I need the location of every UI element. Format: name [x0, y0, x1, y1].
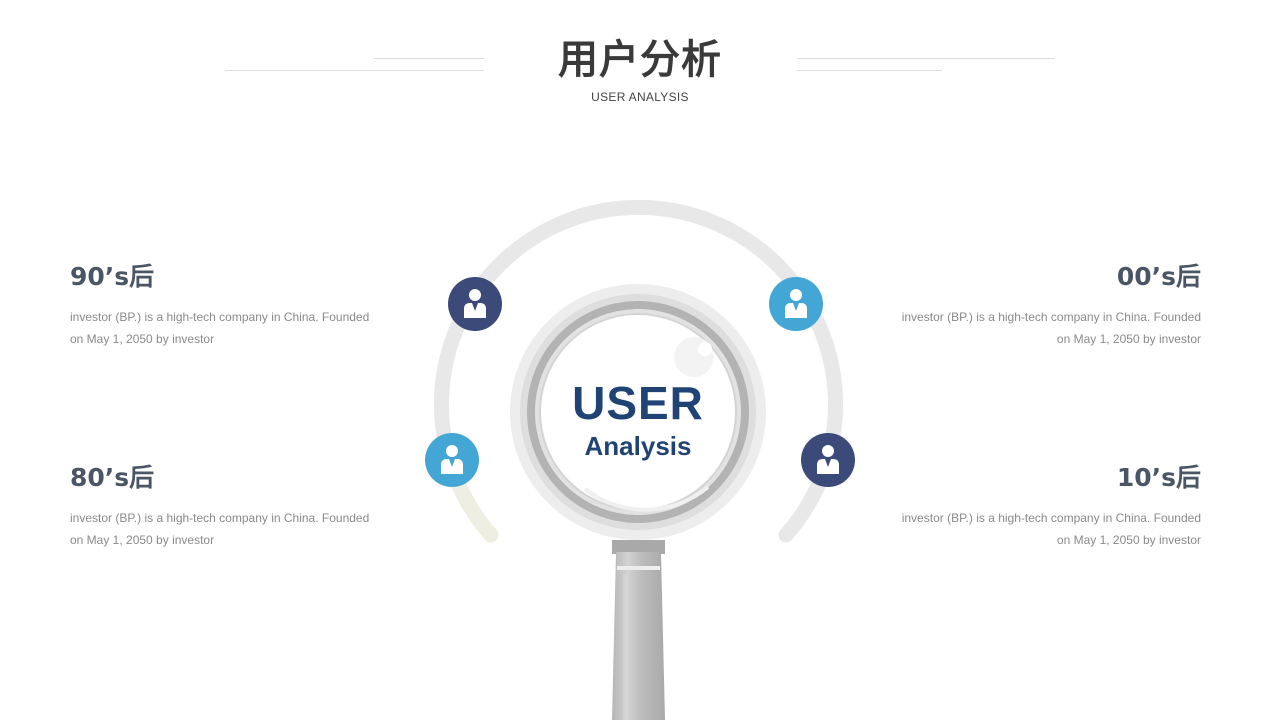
header-rule-right-top [797, 58, 1055, 59]
magnifier-icon [510, 284, 766, 540]
segment-heading: 10’s后 [1116, 463, 1201, 492]
outer-ring-arc [434, 199, 843, 543]
segment-description: investor (BP.) is a high-tech company in… [891, 507, 1201, 551]
segment-description-line: investor (BP.) is a high-tech company in… [901, 511, 1201, 525]
user-badge-10s [801, 433, 855, 487]
segment-10s: 10’s后 investor (BP.) is a high-tech comp… [891, 463, 1201, 551]
segment-00s: 00’s后 investor (BP.) is a high-tech comp… [891, 262, 1201, 350]
segment-description: investor (BP.) is a high-tech company in… [70, 306, 380, 350]
segment-heading: 90’s后 [70, 262, 155, 291]
segment-heading: 00’s后 [1116, 262, 1201, 291]
user-icon [817, 445, 839, 474]
page-title: 用户分析 [558, 37, 722, 83]
user-badge-00s [769, 277, 823, 331]
segment-description-line: investor (BP.) is a high-tech company in… [901, 310, 1201, 324]
segment-description-line: investor (BP.) is a high-tech company in… [70, 511, 370, 525]
user-icon [785, 289, 807, 318]
segment-description-line: on May 1, 2050 by investor [70, 533, 215, 547]
user-badge-90s [448, 277, 502, 331]
page-subtitle: USER ANALYSIS [591, 90, 689, 104]
user-icon [464, 289, 486, 318]
header-rule-left-bottom [225, 70, 484, 71]
segment-description-line: on May 1, 2050 by investor [1056, 533, 1201, 547]
header-rule-right-bottom [797, 70, 942, 71]
user-badge-80s [425, 433, 479, 487]
user-icon [441, 445, 463, 474]
segment-heading: 80’s后 [70, 463, 155, 492]
lens-title: USER [572, 377, 704, 429]
segment-description-line: on May 1, 2050 by investor [1056, 332, 1201, 346]
segment-description-line: on May 1, 2050 by investor [70, 332, 215, 346]
header-rule-left-top [374, 58, 484, 59]
segment-description-line: investor (BP.) is a high-tech company in… [70, 310, 370, 324]
segment-90s: 90’s后 investor (BP.) is a high-tech comp… [70, 262, 380, 350]
segment-description: investor (BP.) is a high-tech company in… [70, 507, 380, 551]
magnifier-handle [612, 540, 665, 720]
segment-description: investor (BP.) is a high-tech company in… [891, 306, 1201, 350]
segment-80s: 80’s后 investor (BP.) is a high-tech comp… [70, 463, 380, 551]
lens-subtitle: Analysis [584, 431, 692, 461]
